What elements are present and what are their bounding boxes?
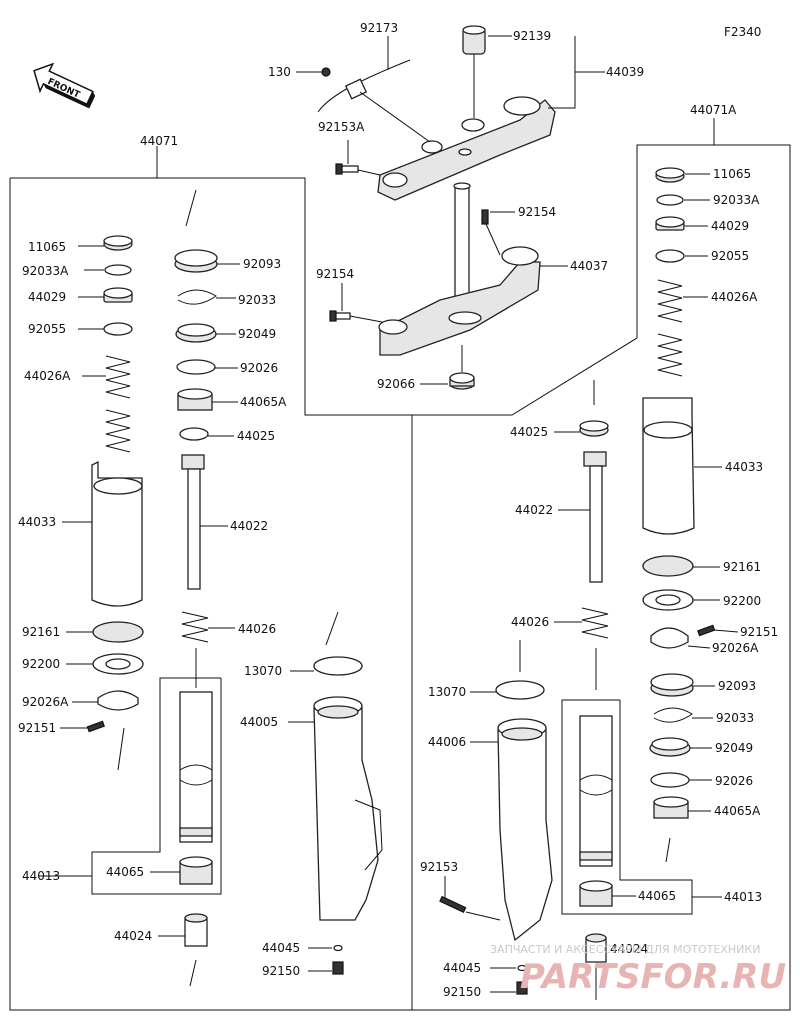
left-inner-parts — [174, 249, 218, 947]
label-44037: 44037 — [570, 259, 608, 273]
part-92154-bolt-upper — [481, 209, 489, 225]
part-92150-bolt — [332, 961, 344, 975]
label-130: 130 — [268, 65, 291, 79]
right-inner-parts — [495, 420, 613, 963]
label-L92026A: 92026A — [22, 695, 69, 709]
label-R92093: 92093 — [718, 679, 756, 693]
label-92154-upper: 92154 — [518, 205, 556, 219]
label-L44065: 44065 — [106, 865, 144, 879]
watermark-line1: ЗАПЧАСТИ И АКСЕССУАРЫ ДЛЯ МОТОТЕХНИКИ — [490, 943, 760, 956]
part-44045-washer-right — [517, 964, 527, 972]
front-arrow-icon: FRONT — [33, 62, 96, 109]
label-R92026: 92026 — [715, 774, 753, 788]
label-M92033: 92033 — [238, 293, 276, 307]
part-92066-nut — [449, 372, 475, 390]
right-fork-assembly-box — [412, 144, 791, 1011]
label-R44024: 44024 — [610, 942, 648, 956]
label-C44006: 44006 — [428, 735, 466, 749]
label-M13070: 13070 — [244, 664, 282, 678]
label-L44029: 44029 — [28, 290, 66, 304]
label-R44065: 44065 — [638, 889, 676, 903]
label-L92055: 92055 — [28, 322, 66, 336]
right-column-parts — [642, 167, 716, 819]
label-R92033A: 92033A — [713, 193, 760, 207]
part-92150-bolt-right — [516, 981, 528, 995]
label-M44065A: 44065A — [240, 395, 287, 409]
label-L44033: 44033 — [18, 515, 56, 529]
label-R92049: 92049 — [715, 741, 753, 755]
label-M44045: 44045 — [262, 941, 300, 955]
part-92153A-bolt — [335, 163, 359, 175]
label-44039: 44039 — [606, 65, 644, 79]
label-C44025: 44025 — [510, 425, 548, 439]
label-44071A: 44071A — [690, 103, 737, 117]
diagram-code: F2340 — [724, 25, 761, 39]
label-R44026A: 44026A — [711, 290, 758, 304]
upper-bracket — [377, 96, 556, 201]
label-M92093: 92093 — [243, 257, 281, 271]
label-C92153: 92153 — [420, 860, 458, 874]
label-92066: 92066 — [377, 377, 415, 391]
label-L92033A: 92033A — [22, 264, 69, 278]
part-92139-cap — [462, 25, 486, 55]
label-L44026A: 44026A — [24, 369, 71, 383]
label-C44045: 44045 — [443, 961, 481, 975]
label-92153A: 92153A — [318, 120, 365, 134]
label-92154-lower: 92154 — [316, 267, 354, 281]
label-M92150: 92150 — [262, 964, 300, 978]
left-column-parts — [86, 235, 144, 733]
label-M44022: 44022 — [230, 519, 268, 533]
label-C92150: 92150 — [443, 985, 481, 999]
label-M92049: 92049 — [238, 327, 276, 341]
label-44071: 44071 — [140, 134, 178, 148]
label-M44026: 44026 — [238, 622, 276, 636]
label-L92200: 92200 — [22, 657, 60, 671]
part-130-bolt — [321, 67, 331, 77]
label-92139: 92139 — [513, 29, 551, 43]
label-R92200: 92200 — [723, 594, 761, 608]
label-L44024: 44024 — [114, 929, 152, 943]
label-L11065: 11065 — [28, 240, 66, 254]
part-92153-bolt — [439, 895, 467, 914]
label-L92161: 92161 — [22, 625, 60, 639]
label-R92161: 92161 — [723, 560, 761, 574]
label-M44005: 44005 — [240, 715, 278, 729]
label-L44013: 44013 — [22, 869, 60, 883]
watermark-line2: PARTSFOR.RU — [520, 957, 786, 997]
label-M44025: 44025 — [237, 429, 275, 443]
label-L92151: 92151 — [18, 721, 56, 735]
label-R44013: 44013 — [724, 890, 762, 904]
label-R44029: 44029 — [711, 219, 749, 233]
label-92173: 92173 — [360, 21, 398, 35]
label-R92055: 92055 — [711, 249, 749, 263]
label-R11065: 11065 — [713, 167, 751, 181]
label-C13070: 13070 — [428, 685, 466, 699]
label-R44033: 44033 — [725, 460, 763, 474]
outer-tube-44005 — [313, 656, 383, 921]
label-R92033: 92033 — [716, 711, 754, 725]
label-C44022: 44022 — [515, 503, 553, 517]
steering-stem-44037 — [378, 182, 541, 356]
label-M92026: 92026 — [240, 361, 278, 375]
label-R92151: 92151 — [740, 625, 778, 639]
label-R44065A: 44065A — [714, 804, 761, 818]
part-92154-bolt-lower — [329, 310, 351, 322]
label-R92026A: 92026A — [712, 641, 759, 655]
part-44045-washer — [333, 944, 343, 952]
label-C44026: 44026 — [511, 615, 549, 629]
